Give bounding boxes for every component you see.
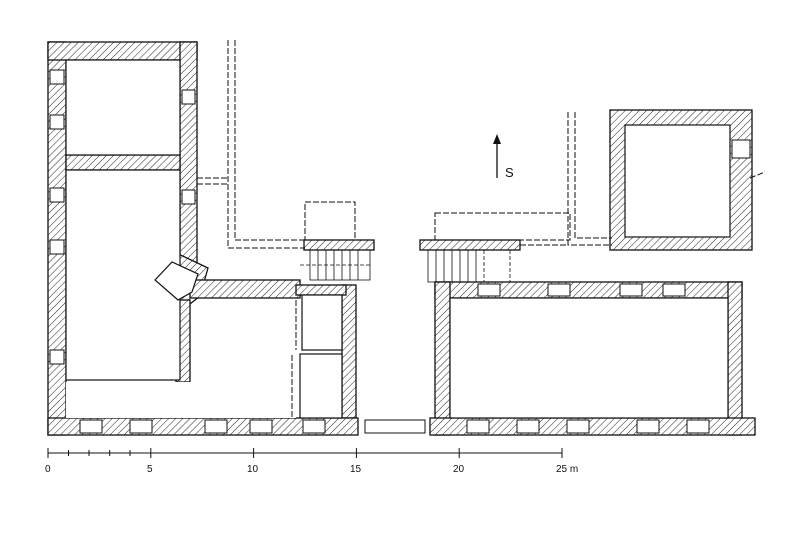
wall-left-outer (47, 41, 67, 436)
wall-stair-top-right (419, 239, 521, 251)
wall-stair-top-left (303, 239, 375, 251)
wall-right-end (727, 281, 743, 436)
north-arrow: S (493, 134, 514, 180)
room-bottom-corridor (66, 382, 296, 418)
bay-window-interior (154, 261, 199, 301)
scale-tick-10: 10 (247, 464, 259, 475)
tower-room (624, 124, 731, 238)
scale-labels: 0 5 10 15 20 25 m (45, 464, 578, 475)
scale-tick-5: 5 (147, 464, 153, 475)
scale-tick-25: 25 m (556, 464, 578, 475)
wall-middle-top (189, 279, 301, 299)
scale-tick-0: 0 (45, 464, 51, 475)
windows (49, 69, 751, 434)
scale-tick-20: 20 (453, 464, 465, 475)
room-small-lower (299, 353, 343, 419)
wall-small-rooms-top (295, 284, 347, 296)
room-left-top (65, 59, 181, 156)
room-right-long (449, 297, 729, 419)
orientation-label: S (505, 165, 514, 180)
wall-right-left (434, 281, 451, 436)
courtyard-outline (197, 40, 766, 418)
wall-left-top (47, 41, 198, 61)
scale-bar (47, 448, 563, 458)
staircases (300, 249, 511, 283)
room-interiors (65, 59, 731, 419)
wall-left-wing-right (179, 41, 198, 273)
wall-small-rooms-right (341, 284, 357, 419)
room-small-upper (301, 294, 343, 351)
wall-left-divider (65, 154, 181, 171)
scale-tick-15: 15 (350, 464, 362, 475)
